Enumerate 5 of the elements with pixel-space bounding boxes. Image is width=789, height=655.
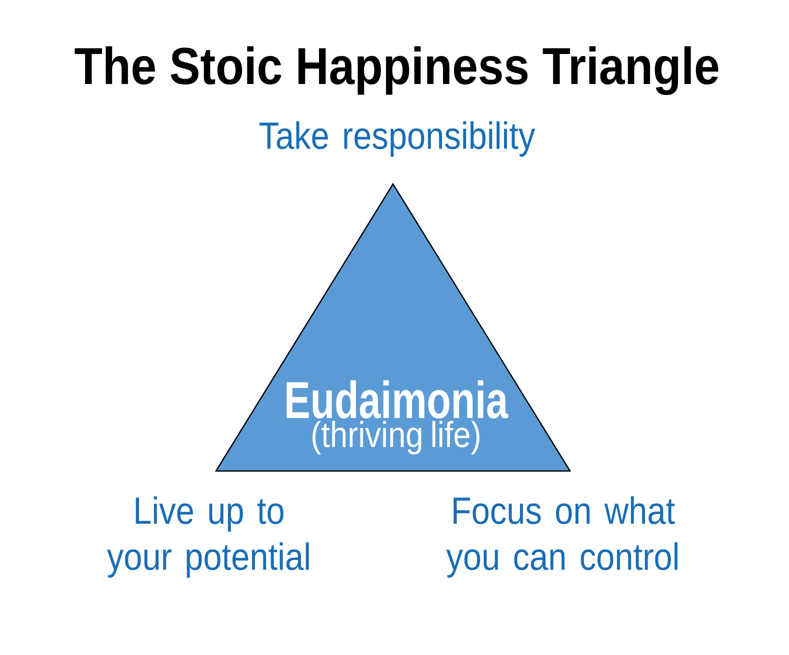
node-heading: Eudaimonia	[286, 380, 508, 418]
corner-label: Focus on what you can control	[446, 496, 678, 578]
corner-label: Live up to your potential	[107, 496, 309, 578]
node-subtitle: (thriving life)	[312, 420, 480, 454]
title: The Stoic Happiness Triangle	[74, 46, 718, 96]
